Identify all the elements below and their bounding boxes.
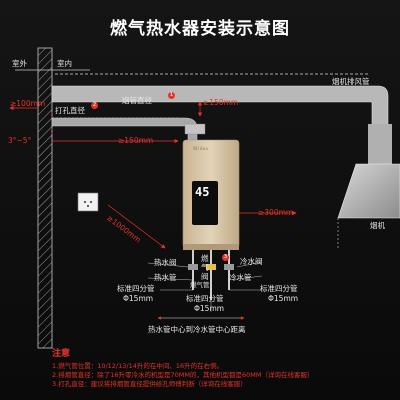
heater-display-value: 45 <box>195 185 210 199</box>
label-hole-diameter: 打孔直径 <box>55 106 85 115</box>
gas-valve <box>206 264 216 270</box>
label-cold-water-valve: 冷水阀 <box>240 257 263 266</box>
page-title: 燃气热水器安装示意图 <box>110 19 290 39</box>
label-std-four-mid: 标准四分管 <box>186 294 224 303</box>
label-gas-pipe: 燃气管 <box>190 281 210 289</box>
label-dist-150-side: ≥150mm <box>118 136 154 145</box>
label-dist-300: ≥300mm <box>258 208 294 217</box>
note-item-2: 2.排烟管直径：除了16升零冷水的机型是70MM的，其他机型都是60MM（详询在… <box>52 371 314 379</box>
label-std-four-left: 标准四分管 <box>117 284 155 293</box>
label-indoor: 室内 <box>57 59 72 68</box>
wall-socket <box>77 192 99 212</box>
range-hood <box>337 163 400 219</box>
notes-heading: 注意 <box>52 349 71 359</box>
label-center-distance: 热水管中心到冷水管中心距离 <box>148 325 246 334</box>
badge-3: 3 <box>222 254 229 261</box>
heater-display-panel: 45 <box>192 181 218 225</box>
label-outdoor: 室外 <box>12 59 27 68</box>
label-phi15-right: Φ15mm <box>268 294 299 303</box>
label-hot-water-pipe: 热水管 <box>154 273 177 282</box>
flue-pipe <box>51 117 198 142</box>
label-flue-diameter: 烟管直径 <box>122 96 152 105</box>
wall <box>37 47 53 349</box>
hood-exhaust-pipe <box>51 85 389 126</box>
label-gas-valve: 燃气阀 <box>201 254 209 281</box>
label-std-four-right: 标准四分管 <box>260 284 298 293</box>
label-hood-exhaust-pipe: 烟机排风管 <box>332 77 370 86</box>
note-item-1: 1.燃气管位置：10/12/13/14升的在中间、16升的在右侧。 <box>52 362 224 370</box>
heater-brand-label: Midea <box>193 147 209 152</box>
label-slope: 3°~5° <box>8 136 32 145</box>
cold-water-valve <box>224 264 234 270</box>
notes-section: 注意 1.燃气管位置：10/12/13/14升的在中间、16升的在右侧。 2.排… <box>52 346 392 389</box>
label-hot-water-valve: 热水阀 <box>154 258 177 267</box>
arrow-1000 <box>107 204 166 249</box>
label-dist-100: ≥100mm <box>10 99 46 108</box>
badge-2: 1 <box>168 92 175 99</box>
hot-water-valve <box>188 264 198 270</box>
badge-1: 2 <box>91 102 98 109</box>
label-phi15-mid: Φ15mm <box>194 304 225 313</box>
label-cold-water-pipe: 冷水管 <box>229 273 252 282</box>
label-dist-150-top: ≥150mm <box>203 98 239 107</box>
range-hood-duct <box>368 124 392 164</box>
label-range-hood: 烟机 <box>370 221 385 230</box>
label-phi15-left: Φ15mm <box>123 294 154 303</box>
note-item-3: 3.打孔直径：建议将排烟管直径提供给孔师傅判断（详询在线客服） <box>52 380 247 388</box>
